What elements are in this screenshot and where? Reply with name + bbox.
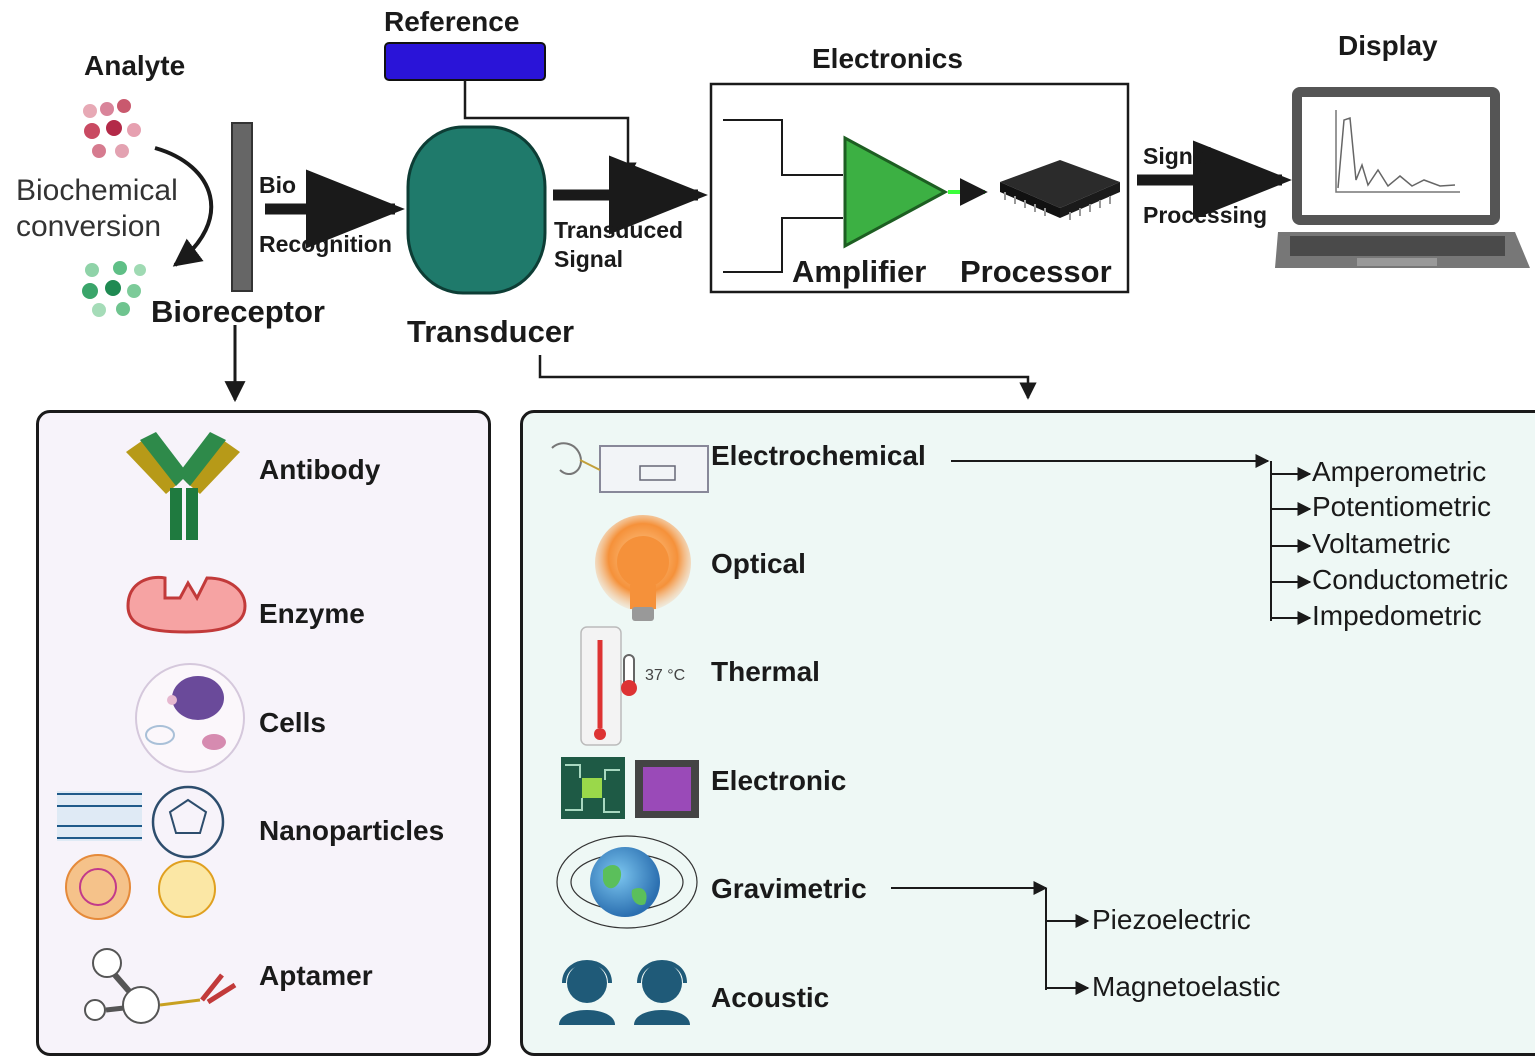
nanoparticles-icon — [57, 785, 225, 920]
amplifier-label: Amplifier — [792, 254, 927, 289]
reference-box — [384, 42, 546, 81]
gravimetric-type: Piezoelectric — [1092, 904, 1251, 935]
microchip-icon — [635, 760, 699, 818]
bio-label: Bio — [259, 172, 297, 198]
transducer-label: Transducer — [407, 314, 575, 349]
analyte-label: Analyte — [84, 50, 186, 81]
processor-label: Processor — [960, 254, 1112, 289]
signal-processing-label-1: Signal — [1143, 143, 1213, 169]
electrochemical-type: Potentiometric — [1312, 491, 1491, 522]
transducer-item: Optical — [711, 548, 806, 579]
thermometer-icon — [580, 626, 637, 746]
conversion-arrow — [154, 146, 214, 267]
converted-molecules — [82, 261, 146, 317]
transducer-panel — [520, 410, 1535, 1056]
reference-label: Reference — [384, 6, 520, 37]
reference-line — [463, 80, 637, 180]
potentiostat-icon — [551, 442, 709, 493]
circuit-board-icon — [561, 757, 625, 819]
headset-users-icon — [559, 960, 690, 1025]
biochemical-label: Biochemical — [16, 174, 178, 207]
electrochemical-tree — [951, 454, 1312, 625]
electronics-label: Electronics — [812, 43, 963, 74]
globe-icon — [556, 835, 698, 929]
electrochemical-type: Impedometric — [1312, 600, 1482, 631]
laptop-icon — [1275, 87, 1530, 268]
display-label: Display — [1338, 30, 1438, 61]
transducer-item: Acoustic — [711, 982, 830, 1013]
bioreceptor-bar — [231, 122, 253, 292]
aptamer-icon — [84, 948, 237, 1024]
processor-chip — [1000, 160, 1120, 220]
electrochemical-type: Amperometric — [1312, 456, 1487, 487]
bioreceptor-item: Cells — [259, 707, 326, 738]
transducer-item: Gravimetric — [711, 873, 867, 904]
bioreceptor-item: Nanoparticles — [259, 815, 445, 846]
cell-icon — [135, 663, 245, 773]
bioreceptor-panel — [36, 410, 491, 1056]
antibody-icon — [126, 432, 240, 540]
transducer-shape — [406, 125, 547, 295]
electrochemical-type: Voltametric — [1312, 528, 1451, 559]
gravimetric-tree — [891, 881, 1090, 995]
enzyme-icon — [126, 575, 247, 634]
transducer-item: Electrochemical — [711, 440, 926, 471]
transducer-item: Thermal — [711, 656, 820, 687]
bioreceptor-label: Bioreceptor — [151, 294, 325, 329]
amplifier-symbol — [843, 135, 949, 249]
gravimetric-type: Magnetoelastic — [1092, 971, 1281, 1002]
conversion-label: conversion — [16, 210, 162, 243]
light-bulb-icon — [595, 515, 691, 621]
bioreceptor-item: Enzyme — [259, 598, 365, 629]
bioreceptor-item: Antibody — [259, 454, 381, 485]
transduced-label: Transduced — [554, 217, 684, 243]
analyte-molecules — [83, 99, 141, 158]
thermometer-reading: 37 °C — [645, 667, 686, 684]
electrochemical-type: Conductometric — [1312, 564, 1509, 595]
recognition-label: Recognition — [259, 231, 392, 257]
transducer-item: Electronic — [711, 765, 847, 796]
signal-label: Signal — [554, 246, 624, 272]
bioreceptor-item: Aptamer — [259, 960, 373, 991]
signal-processing-label-2: Processing — [1143, 202, 1267, 228]
